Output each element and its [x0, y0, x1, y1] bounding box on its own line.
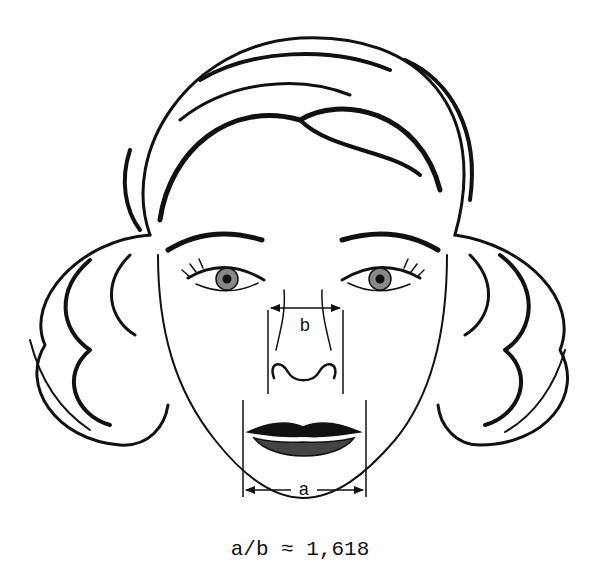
- hair-stroke: [160, 109, 440, 220]
- extension-line: [342, 310, 344, 394]
- eyebrow: [342, 234, 438, 250]
- nose-line: [276, 290, 284, 350]
- hair-stroke: [125, 150, 140, 230]
- extension-line: [242, 400, 244, 497]
- hair: [30, 38, 568, 445]
- dimension-lines: [243, 308, 366, 497]
- iris: [216, 268, 238, 290]
- nose-line: [322, 290, 331, 350]
- hair-stroke: [300, 120, 420, 175]
- hair-stroke: [111, 255, 135, 335]
- hair-stroke: [485, 255, 529, 425]
- dimension-arrow: [246, 489, 291, 491]
- lower-lip: [254, 438, 354, 456]
- extension-line: [365, 400, 367, 497]
- hair-stroke: [30, 340, 90, 430]
- dimension-label: a: [299, 481, 310, 499]
- hair-stroke: [66, 260, 110, 425]
- hair-stroke: [505, 350, 565, 432]
- caption: a/b ≈ 1,618: [231, 539, 370, 560]
- hair-stroke: [405, 60, 472, 200]
- dimension-arrow: [271, 307, 340, 309]
- face: [158, 234, 447, 498]
- dimension-arrow: [317, 489, 363, 491]
- extension-line: [267, 310, 269, 394]
- iris: [369, 268, 391, 290]
- hair-outline: [37, 235, 168, 445]
- upper-lip: [248, 423, 360, 437]
- hair-outline: [438, 235, 568, 445]
- hair-stroke: [465, 255, 489, 335]
- hair-stroke: [200, 54, 390, 80]
- pupil: [223, 275, 232, 284]
- dimension-label: b: [300, 317, 311, 335]
- eyebrow: [168, 234, 262, 250]
- hair-stroke: [180, 84, 350, 120]
- nose-base: [273, 364, 336, 380]
- face-outline: [158, 255, 447, 498]
- pupil: [376, 275, 385, 284]
